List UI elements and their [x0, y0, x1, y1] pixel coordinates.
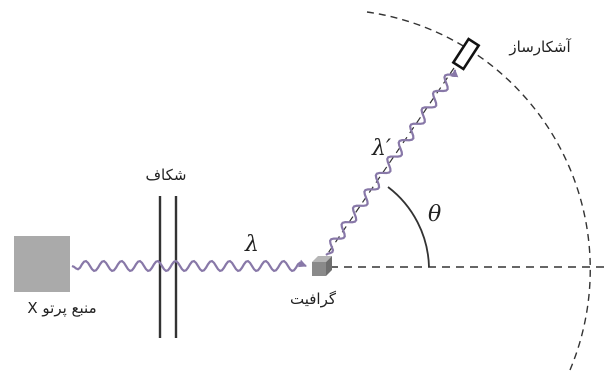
xray-source-block: [14, 236, 70, 292]
theta-angle-arc: [387, 186, 430, 268]
detector-label: آشکارساز: [508, 38, 571, 56]
incident-wavelength-label: λ: [244, 232, 259, 257]
graphite-label: گرافیت: [290, 290, 337, 308]
scattered-wavelength-label: λ′: [371, 136, 391, 161]
theta-label: θ: [428, 202, 441, 227]
slit-label: شکاف: [146, 166, 187, 184]
incident-wave: [71, 259, 307, 273]
graphite-cube: [312, 256, 332, 276]
detector-icon: [451, 37, 481, 71]
scattered-wave: [325, 69, 459, 256]
source-label: منبع پرتو X: [27, 299, 96, 318]
detector-path-arc: [366, 11, 591, 371]
